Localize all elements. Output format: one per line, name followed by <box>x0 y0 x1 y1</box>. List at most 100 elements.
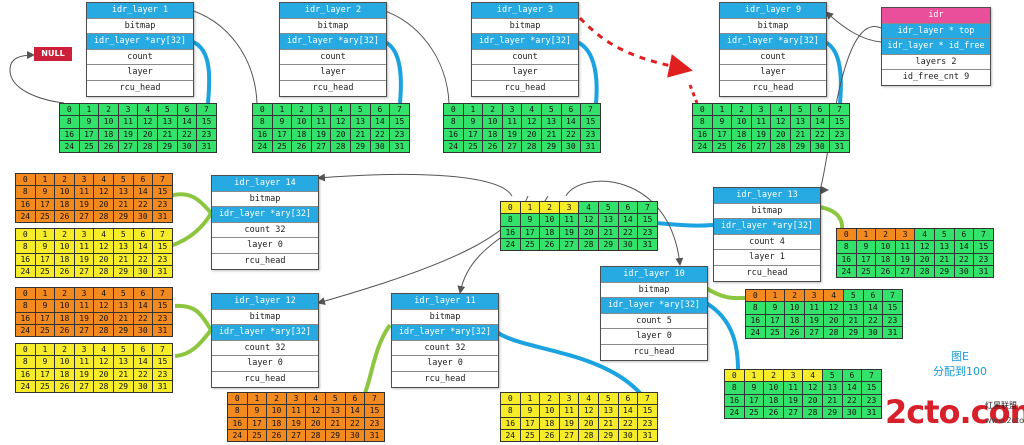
slot-cell: 19 <box>502 128 522 140</box>
slot-cell: 30 <box>842 406 862 419</box>
green-link-13 <box>818 205 845 230</box>
slot-cell: 26 <box>55 265 74 278</box>
slot-cell: 19 <box>74 253 94 265</box>
slot-cell: 4 <box>522 104 541 116</box>
slot-cell: 25 <box>79 140 99 153</box>
node-field: idr_layer *ary[32] <box>714 218 820 234</box>
slot-cell: 23 <box>390 128 409 140</box>
slot-cell: 13 <box>541 116 561 128</box>
slot-cell: 24 <box>228 429 247 442</box>
caption-line-1: 图E <box>951 350 969 363</box>
slot-cell: 2 <box>732 104 751 116</box>
node-field: rcu_head <box>472 79 578 96</box>
slot-cell: 16 <box>444 128 463 140</box>
slot-cell: 10 <box>55 241 74 253</box>
node-field: count <box>472 48 578 65</box>
slot-cell: 4 <box>94 344 113 356</box>
slot-cell: 3 <box>74 174 94 186</box>
slot-cell: 12 <box>94 186 113 198</box>
slot-cell: 19 <box>751 128 771 140</box>
node-field: rcu_head <box>212 252 318 269</box>
slot-cell: 13 <box>843 302 863 314</box>
slot-cell: 28 <box>915 265 934 278</box>
slot-cell: 17 <box>463 128 483 140</box>
node-field: idr_layer *ary[32] <box>212 206 318 222</box>
slot-cell: 21 <box>541 128 561 140</box>
slot-cell: 25 <box>35 324 55 337</box>
slot-cell: 31 <box>153 380 172 393</box>
node-field: idr_layer * id_free <box>882 38 990 54</box>
slot-cell: 17 <box>35 368 55 380</box>
slot-cell: 26 <box>55 210 74 223</box>
slot-cell: 6 <box>177 104 197 116</box>
node-field: count <box>280 48 386 65</box>
ary-link-2 <box>383 40 403 104</box>
slot-cell: 5 <box>113 229 133 241</box>
slot-cell: 22 <box>133 312 153 324</box>
slot-cell: 11 <box>311 116 331 128</box>
slot-cell: 5 <box>113 174 133 186</box>
green-link-12a <box>174 303 213 332</box>
slot-cell: 21 <box>113 368 133 380</box>
slot-cell: 28 <box>771 140 790 153</box>
slot-cell: 10 <box>267 405 286 417</box>
slot-cell: 17 <box>272 128 292 140</box>
node-field: rcu_head <box>392 370 498 387</box>
slot-cell: 9 <box>520 214 540 226</box>
slot-cell: 27 <box>502 140 522 153</box>
slot-cell: 17 <box>744 394 764 406</box>
slot-cell: 18 <box>876 253 895 265</box>
node-field: layer <box>280 64 386 80</box>
slot-cell: 3 <box>751 104 771 116</box>
slot-cell: 2 <box>55 288 74 300</box>
slot-cell: 8 <box>16 356 35 368</box>
slot-cell: 12 <box>94 356 113 368</box>
slot-cell: 1 <box>272 104 292 116</box>
slot-cell: 14 <box>133 186 153 198</box>
slot-cell: 17 <box>35 253 55 265</box>
slot-cell: 0 <box>746 290 765 302</box>
slot-cell: 11 <box>74 186 94 198</box>
slot-cell: 31 <box>883 326 902 339</box>
slot-cell: 17 <box>856 253 876 265</box>
slot-cell: 2 <box>764 370 783 382</box>
slot-cell: 22 <box>561 128 581 140</box>
green-link-14a <box>169 192 213 215</box>
slot-cell: 23 <box>638 417 657 429</box>
slot-cell: 4 <box>824 290 843 302</box>
slot-cell: 7 <box>638 202 657 214</box>
slot-cell: 16 <box>501 226 520 238</box>
node-field: bitmap <box>720 17 826 34</box>
slot-cell: 11 <box>74 356 94 368</box>
slot-cell: 4 <box>331 104 350 116</box>
slot-cell: 15 <box>974 241 993 253</box>
slot-cell: 11 <box>895 241 915 253</box>
slot-cell: 12 <box>803 382 822 394</box>
slot-cell: 24 <box>253 140 272 153</box>
slot-cell: 31 <box>390 140 409 153</box>
slot-cell: 27 <box>74 210 94 223</box>
slot-cell: 29 <box>822 406 842 419</box>
slot-cell: 1 <box>765 290 785 302</box>
slot-cell: 9 <box>712 116 732 128</box>
node-field: idr_layer *ary[32] <box>472 33 578 49</box>
slot-cell: 7 <box>581 104 600 116</box>
slot-cell: 11 <box>118 116 138 128</box>
slot-cell: 4 <box>579 202 598 214</box>
slot-cell: 18 <box>292 128 311 140</box>
slot-cell: 4 <box>915 229 934 241</box>
slot-cell: 10 <box>876 241 895 253</box>
node-field: idr_layer *ary[32] <box>601 297 707 313</box>
slot-cell: 23 <box>974 253 993 265</box>
slot-cell: 21 <box>350 128 370 140</box>
slot-cell: 15 <box>862 382 881 394</box>
slot-cell: 0 <box>16 174 35 186</box>
slot-cell: 7 <box>862 370 881 382</box>
slot-cell: 17 <box>247 417 267 429</box>
slot-cell: 23 <box>153 253 172 265</box>
slot-cell: 22 <box>177 128 197 140</box>
node-field: rcu_head <box>601 343 707 360</box>
slot-cell: 10 <box>764 382 783 394</box>
slot-cell: 15 <box>581 116 600 128</box>
